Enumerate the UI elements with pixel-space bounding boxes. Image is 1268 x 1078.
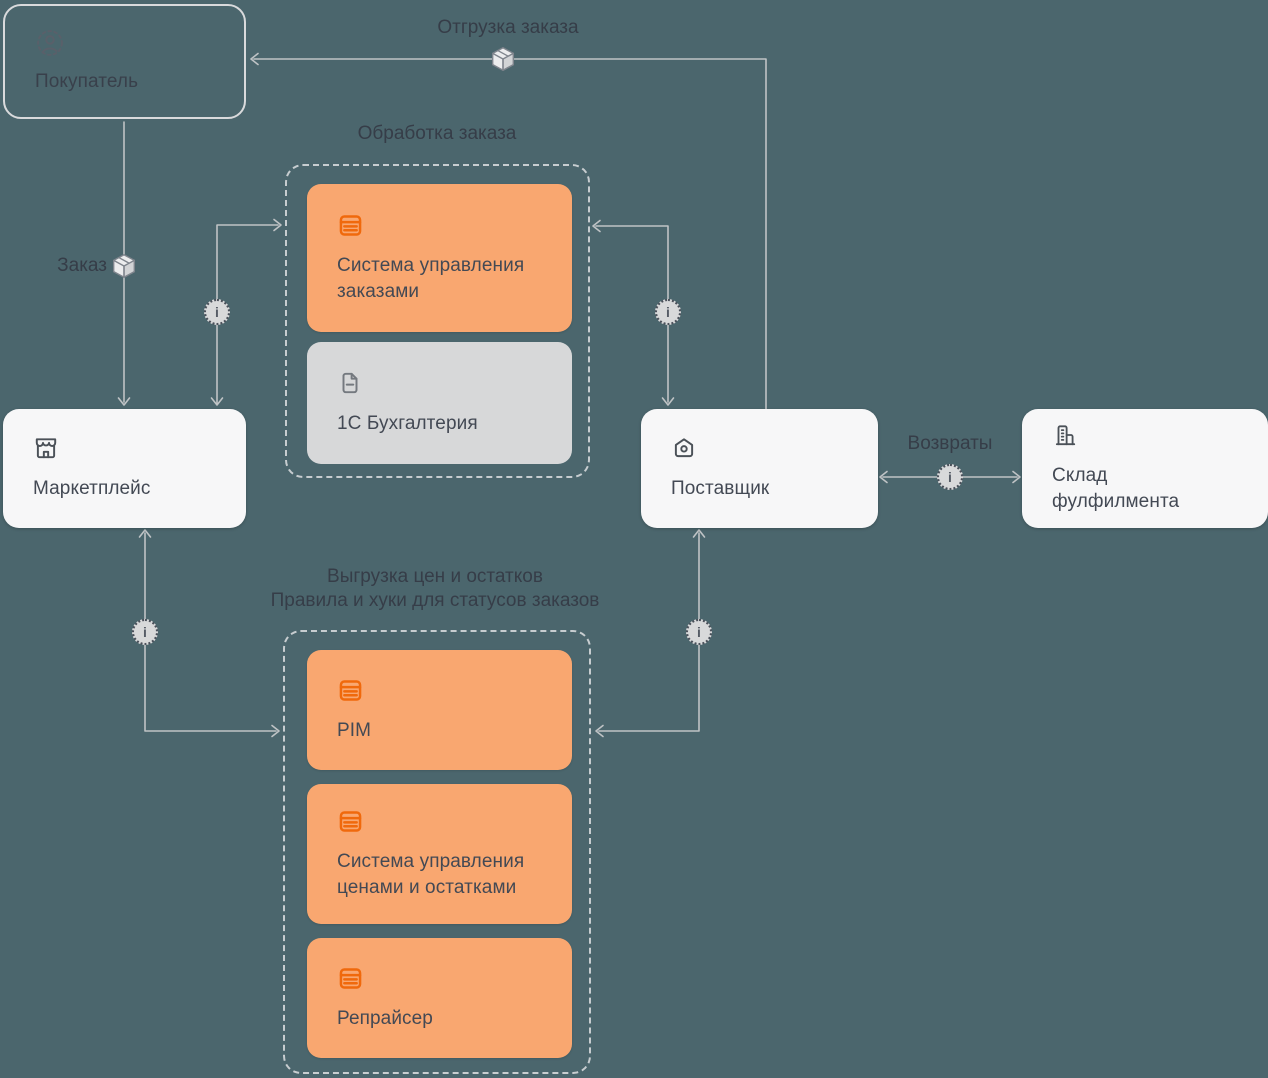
user-circle-icon — [35, 28, 214, 56]
arrowhead-up — [692, 529, 706, 538]
node-repricer[interactable]: Репрайсер — [307, 938, 572, 1058]
group-label-line2: Правила и хуки для статусов заказов — [270, 590, 600, 611]
info-icon[interactable]: i — [655, 299, 681, 325]
node-supplier[interactable]: Поставщик — [641, 409, 878, 528]
node-buyer[interactable]: Покупатель — [3, 4, 246, 119]
node-label: Покупатель — [35, 71, 139, 92]
edge-supplier-pim-line — [598, 532, 700, 732]
node-fulfillment-warehouse[interactable]: Склад фулфилмента — [1022, 409, 1268, 528]
arrowhead-right — [1012, 470, 1021, 484]
node-label: Система управления заказами — [337, 254, 525, 302]
node-marketplace[interactable]: Маркетплейс — [3, 409, 246, 528]
node-pim[interactable]: PIM — [307, 650, 572, 770]
node-label: Маркетплейс — [33, 478, 151, 499]
arrowhead-down — [661, 397, 675, 406]
info-icon[interactable]: i — [132, 619, 158, 645]
info-icon[interactable]: i — [937, 464, 963, 490]
group-order-processing: Система управления заказами 1С Бухгалтер… — [285, 164, 590, 478]
node-label: Склад фулфилмента — [1052, 465, 1180, 512]
arrowhead-up — [138, 529, 152, 538]
node-price-stock-system[interactable]: Система управления ценами и остатками — [307, 784, 572, 924]
node-label: 1С Бухгалтерия — [337, 412, 478, 434]
arrowhead-down — [117, 397, 131, 406]
arrowhead-down — [210, 397, 224, 406]
edge-marketplace-pim-line — [144, 532, 277, 732]
node-label: Репрайсер — [337, 1007, 433, 1029]
group-price-stock-upload: PIM Система управления ценами и остаткам… — [283, 630, 591, 1074]
group-label-order-processing: Обработка заказа — [357, 123, 517, 144]
node-label: PIM — [337, 719, 372, 741]
package-icon — [109, 251, 139, 281]
arrowhead-left — [250, 52, 259, 66]
info-icon[interactable]: i — [204, 299, 230, 325]
info-icon[interactable]: i — [686, 619, 712, 645]
rows-icon — [337, 212, 542, 240]
buildings-icon — [1052, 422, 1238, 450]
node-label: Поставщик — [671, 478, 770, 499]
group-label-line1: Выгрузка цен и остатков — [327, 566, 543, 587]
edge-label-order: Заказ — [57, 255, 107, 276]
arrowhead-left — [595, 724, 604, 738]
node-1c-accounting[interactable]: 1С Бухгалтерия — [307, 342, 572, 464]
edge-label-shipment: Отгрузка заказа — [437, 17, 579, 38]
home-tag-icon — [671, 435, 848, 463]
node-order-management-system[interactable]: Система управления заказами — [307, 184, 572, 332]
node-label: Система управления ценами и остатками — [337, 850, 525, 898]
document-icon — [337, 370, 542, 398]
rows-icon — [337, 677, 542, 705]
group-label-price-stock-upload: Выгрузка цен и остатков Правила и хуки д… — [235, 565, 635, 613]
arrowhead-left — [879, 470, 888, 484]
arrowhead-left — [592, 219, 601, 233]
rows-icon — [337, 965, 542, 993]
arrowhead-right — [273, 218, 282, 232]
edge-label-returns: Возвраты — [907, 433, 993, 454]
storefront-icon — [33, 435, 216, 463]
rows-icon — [337, 808, 542, 836]
arrowhead-right — [271, 724, 280, 738]
package-icon — [488, 44, 518, 74]
